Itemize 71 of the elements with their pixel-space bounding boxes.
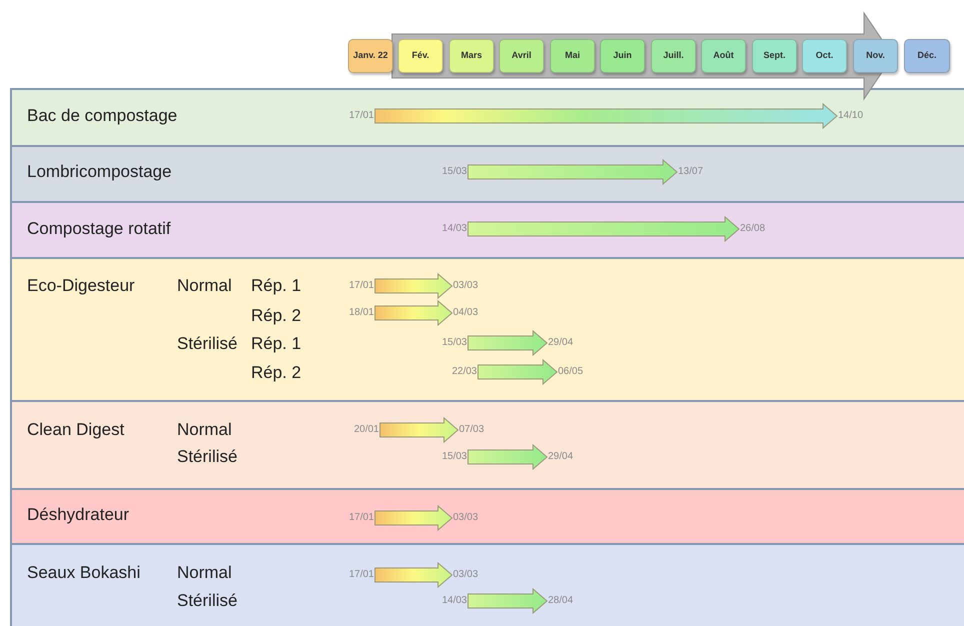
start-date: 18/01	[348, 307, 374, 319]
start-date: 15/03	[442, 451, 467, 463]
start-date: 17/01	[348, 512, 374, 524]
month-box: Août	[701, 39, 746, 73]
timeline-row	[10, 543, 964, 626]
duration-arrow	[468, 158, 678, 186]
month-box: Mars	[449, 39, 494, 73]
row-label: Eco-Digesteur	[27, 277, 135, 295]
month-box: Mai	[550, 39, 595, 73]
repetition-label: Rép. 1	[251, 277, 302, 295]
end-date: 06/05	[558, 366, 584, 378]
start-date: 17/01	[348, 110, 374, 122]
timeline-row	[10, 201, 964, 257]
row-label: Bac de compostage	[27, 107, 178, 125]
duration-arrow	[380, 416, 459, 444]
end-date: 14/10	[838, 110, 864, 122]
duration-arrow	[374, 102, 838, 130]
duration-arrow	[468, 216, 740, 242]
end-date: 07/03	[459, 424, 484, 436]
end-date: 03/03	[453, 280, 478, 292]
row-label: Seaux Bokashi	[27, 564, 140, 582]
start-date: 14/03	[442, 223, 467, 235]
repetition-label: Rép. 2	[251, 364, 302, 382]
option-label: Normal	[177, 564, 232, 582]
month-box: Oct.	[802, 39, 847, 73]
start-date: 17/01	[348, 280, 374, 292]
end-date: 04/03	[453, 307, 478, 319]
duration-arrow	[374, 272, 453, 300]
start-date: 20/01	[354, 424, 379, 436]
repetition-label: Stérilisé	[177, 448, 238, 466]
duration-arrow	[468, 444, 548, 470]
month-box: Déc.	[904, 39, 950, 73]
end-date: 28/04	[548, 595, 574, 607]
end-date: 13/07	[678, 166, 704, 178]
timeline-row	[10, 145, 964, 201]
row-label: Lombricompostage	[27, 163, 172, 181]
start-date: 17/01	[348, 569, 374, 581]
timeline-row	[10, 400, 964, 488]
start-date: 15/03	[442, 166, 467, 178]
duration-arrow	[478, 358, 558, 386]
duration-arrow	[374, 504, 453, 532]
end-date: 03/03	[453, 512, 478, 524]
duration-arrow	[374, 300, 453, 326]
row-label: Clean Digest	[27, 421, 124, 439]
option-label: Normal	[177, 421, 232, 439]
month-box: Juill.	[651, 39, 696, 73]
month-box: Sept.	[752, 39, 797, 73]
timeline-row	[10, 257, 964, 400]
row-label: Déshydrateur	[27, 506, 130, 524]
duration-arrow	[468, 588, 548, 614]
row-label: Compostage rotatif	[27, 220, 171, 238]
month-box: Juin	[600, 39, 645, 73]
repetition-label: Stérilisé	[177, 592, 238, 610]
start-date: 15/03	[442, 337, 467, 349]
end-date: 03/03	[453, 569, 478, 581]
start-date: 14/03	[442, 595, 467, 607]
month-box: Nov.	[853, 39, 898, 73]
end-date: 29/04	[548, 451, 574, 463]
duration-arrow	[374, 562, 453, 588]
repetition-label: Rép. 2	[251, 307, 302, 325]
option-label: Normal	[177, 277, 232, 295]
start-date: 22/03	[452, 366, 477, 378]
repetition-label: Rép. 1	[251, 335, 302, 353]
month-box: Avril	[499, 39, 544, 73]
timeline-row	[10, 488, 964, 543]
month-box: Fév.	[398, 39, 443, 73]
month-box: Janv. 22	[348, 39, 393, 73]
end-date: 29/04	[548, 337, 574, 349]
option-label: Stérilisé	[177, 335, 238, 353]
duration-arrow	[468, 330, 548, 356]
end-date: 26/08	[740, 223, 766, 235]
